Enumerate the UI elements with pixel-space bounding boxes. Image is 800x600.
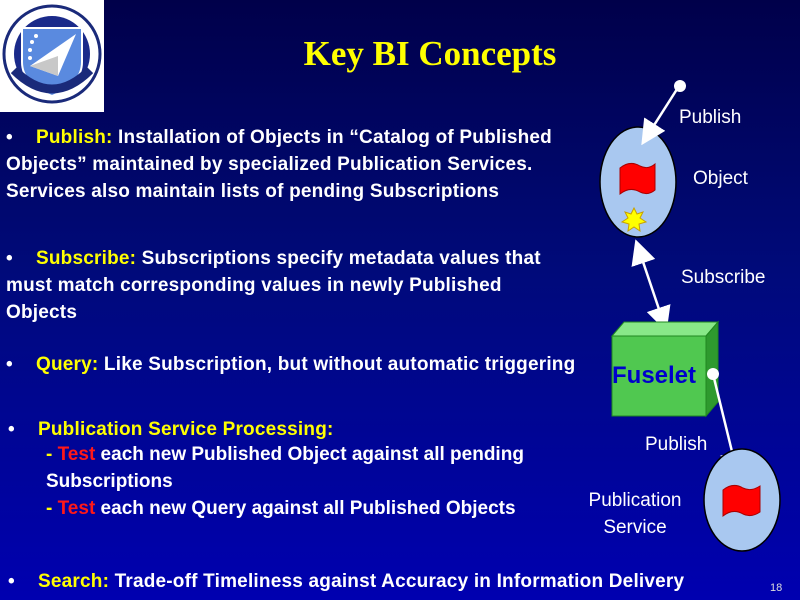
sub-bullet-test-query: - Test each new Query against all Publis… [46,495,536,522]
bullet-glyph: • [6,354,13,375]
label-publish-bottom: Publish [645,434,708,455]
bullet-publish: • Publish: Installation of Objects in “Ca… [6,124,576,205]
bullet-term: Publish: [36,127,113,148]
fuselet-box [610,320,720,418]
label-publish-top: Publish [679,107,742,128]
sub-bullet-text: each new Published Object against all pe… [46,444,524,492]
sub-bullet-text: each new Query against all Published Obj… [95,498,516,519]
bullet-term: Publication Service Processing: [38,419,334,440]
slide-title: Key BI Concepts [303,34,557,73]
sub-bullet-dash: - [46,498,58,519]
object-flag-icon-top [619,162,656,196]
label-object: Object [693,168,748,189]
subscription-burst-icon [620,206,648,233]
bullet-glyph: • [6,248,13,269]
publish-arrow-top [641,80,686,146]
bullet-text: Subscriptions specify metadata values th… [6,248,541,323]
label-publication-service-line2: Service [603,517,667,538]
subscribe-arrow [631,239,671,332]
bullet-glyph: • [8,571,15,592]
shield-emblem-icon [2,4,102,104]
sub-bullet-test-published-object: - Test each new Published Object against… [46,441,536,495]
bullet-term: Query: [36,354,99,375]
sub-bullet-dash: - [46,444,58,465]
bullet-text: Installation of Objects in “Catalog of P… [6,127,552,202]
bullet-term: Search: [38,571,110,592]
air-force-research-laboratory-logo [0,0,104,112]
label-fuselet: Fuselet [612,362,697,389]
bullet-search: • Search: Trade-off Timeliness against Ac… [8,568,798,595]
bullet-publication-service-processing: • Publication Service Processing: [8,416,528,443]
label-publication-service-line1: Publication [588,490,682,511]
bullet-text: Like Subscription, but without automatic… [98,354,576,375]
object-flag-icon-bottom [722,484,761,518]
label-subscribe: Subscribe [681,267,766,288]
bullet-glyph: • [8,419,15,440]
sub-bullet-keyword: Test [57,444,96,465]
sub-bullet-keyword: Test [57,498,96,519]
bullet-query: • Query: Like Subscription, but without a… [6,351,576,378]
bullet-text: Trade-off Timeliness against Accuracy in… [109,571,685,592]
bullet-term: Subscribe: [36,248,137,269]
bullet-glyph: • [6,127,13,148]
bullet-subscribe: • Subscribe: Subscriptions specify metada… [6,245,566,326]
page-number: 18 [770,582,783,594]
